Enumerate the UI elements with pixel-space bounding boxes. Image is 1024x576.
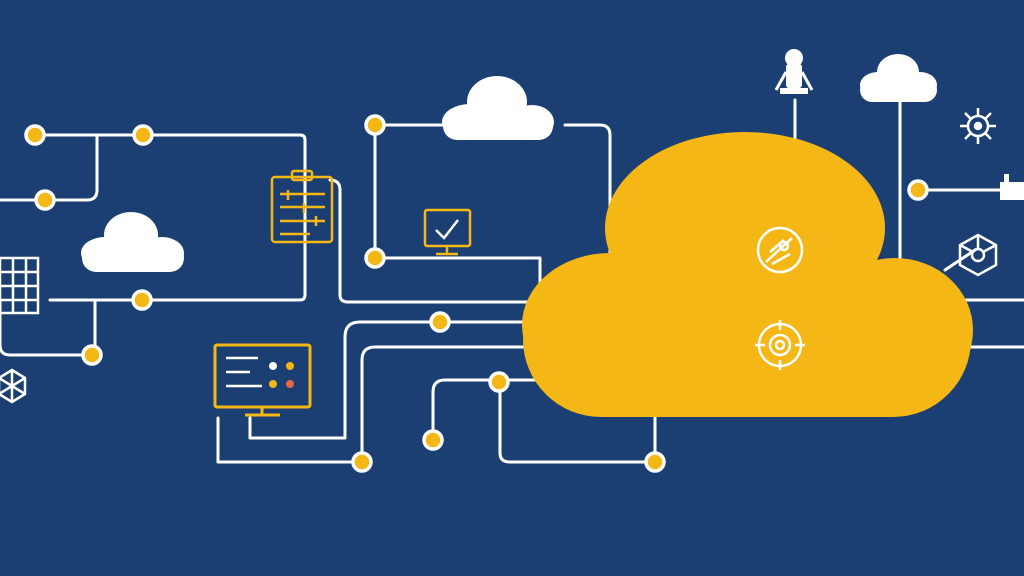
rocket-gear-icon bbox=[756, 226, 804, 274]
clipboard-icon bbox=[270, 169, 334, 244]
hexagon-network-icon-right bbox=[958, 233, 998, 277]
hexagon-network-icon-left bbox=[0, 368, 27, 404]
node bbox=[907, 179, 929, 201]
node bbox=[364, 247, 386, 269]
dashboard-monitor-icon bbox=[213, 343, 312, 417]
connection-lines bbox=[0, 98, 1024, 464]
node bbox=[81, 344, 103, 366]
white-clouds bbox=[81, 54, 937, 272]
node bbox=[131, 289, 153, 311]
node bbox=[24, 124, 46, 146]
robot-icon bbox=[774, 49, 814, 94]
factory-icon bbox=[1000, 174, 1024, 200]
node bbox=[429, 311, 451, 333]
main-yellow-cloud bbox=[522, 132, 973, 417]
cloud-left bbox=[81, 212, 184, 272]
node bbox=[422, 429, 444, 451]
node bbox=[644, 451, 666, 473]
node bbox=[34, 189, 56, 211]
connection-nodes bbox=[24, 114, 929, 473]
node bbox=[351, 451, 373, 473]
cloud-top-center bbox=[442, 76, 554, 140]
node bbox=[488, 371, 510, 393]
node bbox=[364, 114, 386, 136]
grid-panel-icon bbox=[0, 256, 40, 315]
cloud-top-right bbox=[860, 54, 937, 102]
gear-cog-icon bbox=[755, 320, 805, 370]
virus-icon bbox=[960, 108, 996, 144]
node bbox=[132, 124, 154, 146]
monitor-check-icon bbox=[423, 208, 472, 256]
